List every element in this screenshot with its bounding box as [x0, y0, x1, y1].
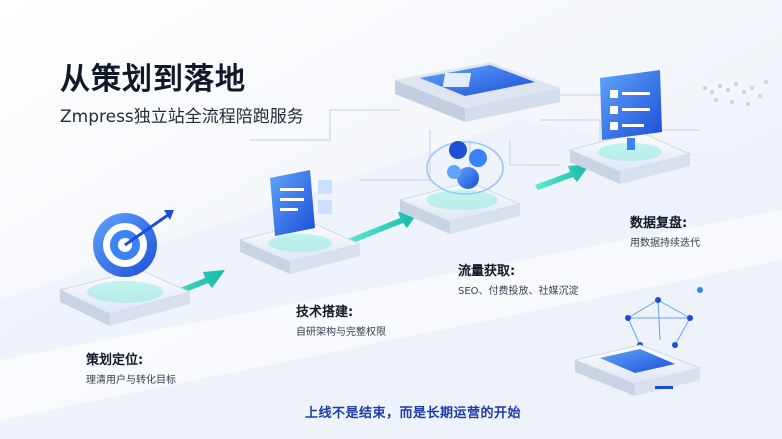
monitor-checklist-icon — [568, 70, 692, 184]
chip-illustration — [395, 62, 560, 122]
step-data-review: 数据复盘: 用数据持续迭代 — [630, 212, 700, 249]
step-data-review-title: 数据复盘: — [630, 216, 688, 231]
step-build: 技术搭建: 自研架构与完整权限 — [296, 301, 386, 338]
step-traffic-title: 流量获取: — [458, 264, 516, 279]
step-strategy-title: 策划定位: — [86, 353, 144, 368]
step-strategy-desc: 理清用户与转化目标 — [86, 375, 176, 386]
page-title: 从策划到落地 — [60, 62, 246, 97]
document-icon — [238, 170, 362, 274]
page-subtitle: Zmpress独立站全流程陪跑服务 — [60, 107, 304, 127]
step-build-title: 技术搭建: — [296, 305, 354, 320]
step-traffic: 流量获取: SEO、付费投放、社媒沉淀 — [458, 260, 579, 297]
step-strategy: 策划定位: 理清用户与转化目标 — [86, 349, 176, 386]
footer-tagline: 上线不是结束，而是长期运营的开始 — [305, 406, 522, 421]
step-data-review-desc: 用数据持续迭代 — [630, 238, 700, 249]
platform-icon — [573, 344, 702, 396]
step-build-desc: 自研架构与完整权限 — [296, 327, 386, 338]
network-icon — [627, 299, 691, 346]
target-icon — [58, 210, 192, 326]
traffic-icon — [398, 141, 522, 234]
step-traffic-desc: SEO、付费投放、社媒沉淀 — [458, 286, 579, 297]
